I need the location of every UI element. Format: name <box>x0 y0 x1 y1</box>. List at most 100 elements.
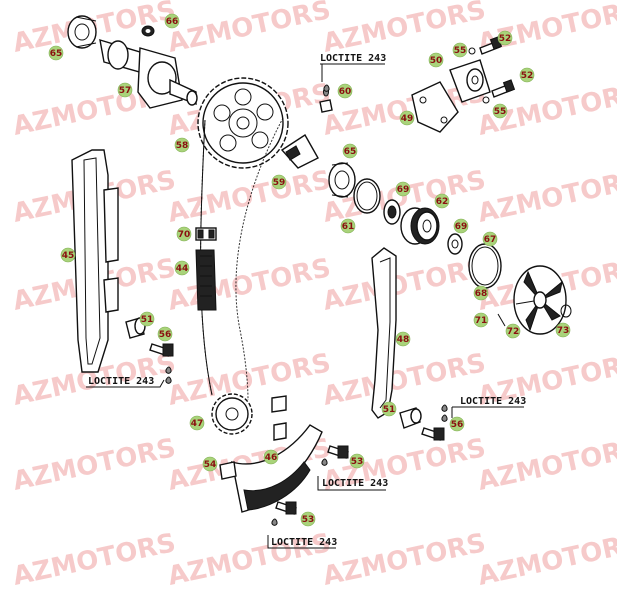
loctite-note: LOCTITE 243 <box>320 53 386 64</box>
bearing-69-lower <box>447 233 463 255</box>
part-marker[interactable]: 49 <box>399 110 415 126</box>
part-marker[interactable]: 57 <box>117 82 133 98</box>
part-marker[interactable]: 73 <box>555 322 571 338</box>
spacer-51-right <box>399 407 422 429</box>
pin-71 <box>497 313 506 327</box>
part-number: 68 <box>475 289 488 299</box>
part-number: 52 <box>499 34 512 44</box>
part-number: 47 <box>191 419 204 429</box>
watermark: AZMOTORS <box>10 433 178 497</box>
camshaft <box>99 39 198 109</box>
part-number: 44 <box>176 264 189 274</box>
bolt-56-right <box>421 427 445 441</box>
part-number: 65 <box>50 49 63 59</box>
bolt-56-left <box>149 343 174 357</box>
chain-link-44 <box>195 227 217 311</box>
loctite-note: LOCTITE 243 <box>460 396 526 407</box>
loctite-note: LOCTITE 243 <box>271 537 337 548</box>
part-marker[interactable]: 51 <box>381 401 397 417</box>
watermark: AZMOTORS <box>165 253 333 317</box>
part-marker[interactable]: 66 <box>164 13 180 29</box>
part-marker[interactable]: 48 <box>395 331 411 347</box>
chain-tensioner <box>411 59 491 133</box>
part-number: 50 <box>430 56 443 66</box>
loctite-label-right: LOCTITE 243 <box>451 396 526 418</box>
part-marker[interactable]: 52 <box>497 30 513 46</box>
part-number: 53 <box>351 457 364 467</box>
small-ring-part <box>141 25 155 37</box>
part-marker[interactable]: 44 <box>174 260 190 276</box>
part-marker[interactable]: 46 <box>263 449 279 465</box>
part-marker[interactable]: 69 <box>453 218 469 234</box>
part-number: 72 <box>507 327 520 337</box>
part-number: 48 <box>397 335 410 345</box>
camshaft-sprocket <box>197 77 289 169</box>
part-number: 51 <box>141 315 154 325</box>
ring-61 <box>353 178 381 214</box>
loctite-drops <box>165 84 448 526</box>
part-marker[interactable]: 56 <box>449 416 465 432</box>
watermark: AZMOTORS <box>475 433 617 497</box>
chain-guide-46 <box>231 424 323 513</box>
chain-guide-45 <box>71 149 119 373</box>
part-marker[interactable]: 60 <box>337 83 353 99</box>
part-number: 52 <box>521 71 534 81</box>
bolt-52-top <box>479 36 503 55</box>
part-number: 62 <box>436 197 449 207</box>
watermark: AZMOTORS <box>165 348 333 412</box>
loctite-note: LOCTITE 243 <box>322 478 388 489</box>
part-number: 46 <box>265 453 278 463</box>
part-number: 60 <box>339 87 352 97</box>
part-marker[interactable]: 47 <box>189 415 205 431</box>
part-marker[interactable]: 52 <box>519 67 535 83</box>
spacer-54-pair <box>219 395 287 480</box>
bearing-65-right <box>328 162 356 198</box>
watermark: AZMOTORS <box>165 165 333 229</box>
part-marker[interactable]: 70 <box>176 226 192 242</box>
part-marker[interactable]: 45 <box>60 247 76 263</box>
part-number: 53 <box>302 515 315 525</box>
part-number: 49 <box>401 114 414 124</box>
part-number: 71 <box>475 316 488 326</box>
part-marker[interactable]: 53 <box>349 453 365 469</box>
part-marker[interactable]: 65 <box>48 45 64 61</box>
bolt-52-lower <box>491 79 516 98</box>
part-number: 54 <box>204 460 217 470</box>
part-marker[interactable]: 59 <box>271 174 287 190</box>
part-marker[interactable]: 55 <box>492 103 508 119</box>
part-number: 59 <box>273 178 286 188</box>
part-marker[interactable]: 61 <box>340 218 356 234</box>
part-number: 55 <box>494 107 507 117</box>
part-marker[interactable]: 58 <box>174 137 190 153</box>
loctite-label-top: LOCTITE 243 <box>320 53 386 82</box>
part-marker[interactable]: 65 <box>342 143 358 159</box>
part-marker[interactable]: 55 <box>452 42 468 58</box>
part-marker[interactable]: 69 <box>395 181 411 197</box>
part-marker[interactable]: 51 <box>139 311 155 327</box>
part-marker[interactable]: 62 <box>434 193 450 209</box>
watermark: AZMOTORS <box>475 165 617 229</box>
part-marker[interactable]: 71 <box>473 312 489 328</box>
part-number: 51 <box>383 405 396 415</box>
part-marker[interactable]: 56 <box>157 326 173 342</box>
o-ring-67 <box>468 243 502 289</box>
part-marker[interactable]: 50 <box>428 52 444 68</box>
part-marker[interactable]: 68 <box>473 285 489 301</box>
part-number: 56 <box>451 420 464 430</box>
part-marker[interactable]: 53 <box>300 511 316 527</box>
bolt-53-bottom <box>275 501 297 515</box>
part-number: 45 <box>62 251 75 261</box>
watermark: AZMOTORS <box>320 528 488 589</box>
part-number: 69 <box>397 185 410 195</box>
part-marker[interactable]: 72 <box>505 323 521 339</box>
part-number: 69 <box>455 222 468 232</box>
water-pump-impeller <box>513 265 567 335</box>
bolt-53-mid <box>327 445 349 459</box>
part-marker[interactable]: 67 <box>482 231 498 247</box>
part-number: 73 <box>557 326 570 336</box>
washer-55 <box>468 47 490 104</box>
part-marker[interactable]: 54 <box>202 456 218 472</box>
clip-73 <box>560 304 572 318</box>
bearing-69-upper <box>383 199 401 225</box>
